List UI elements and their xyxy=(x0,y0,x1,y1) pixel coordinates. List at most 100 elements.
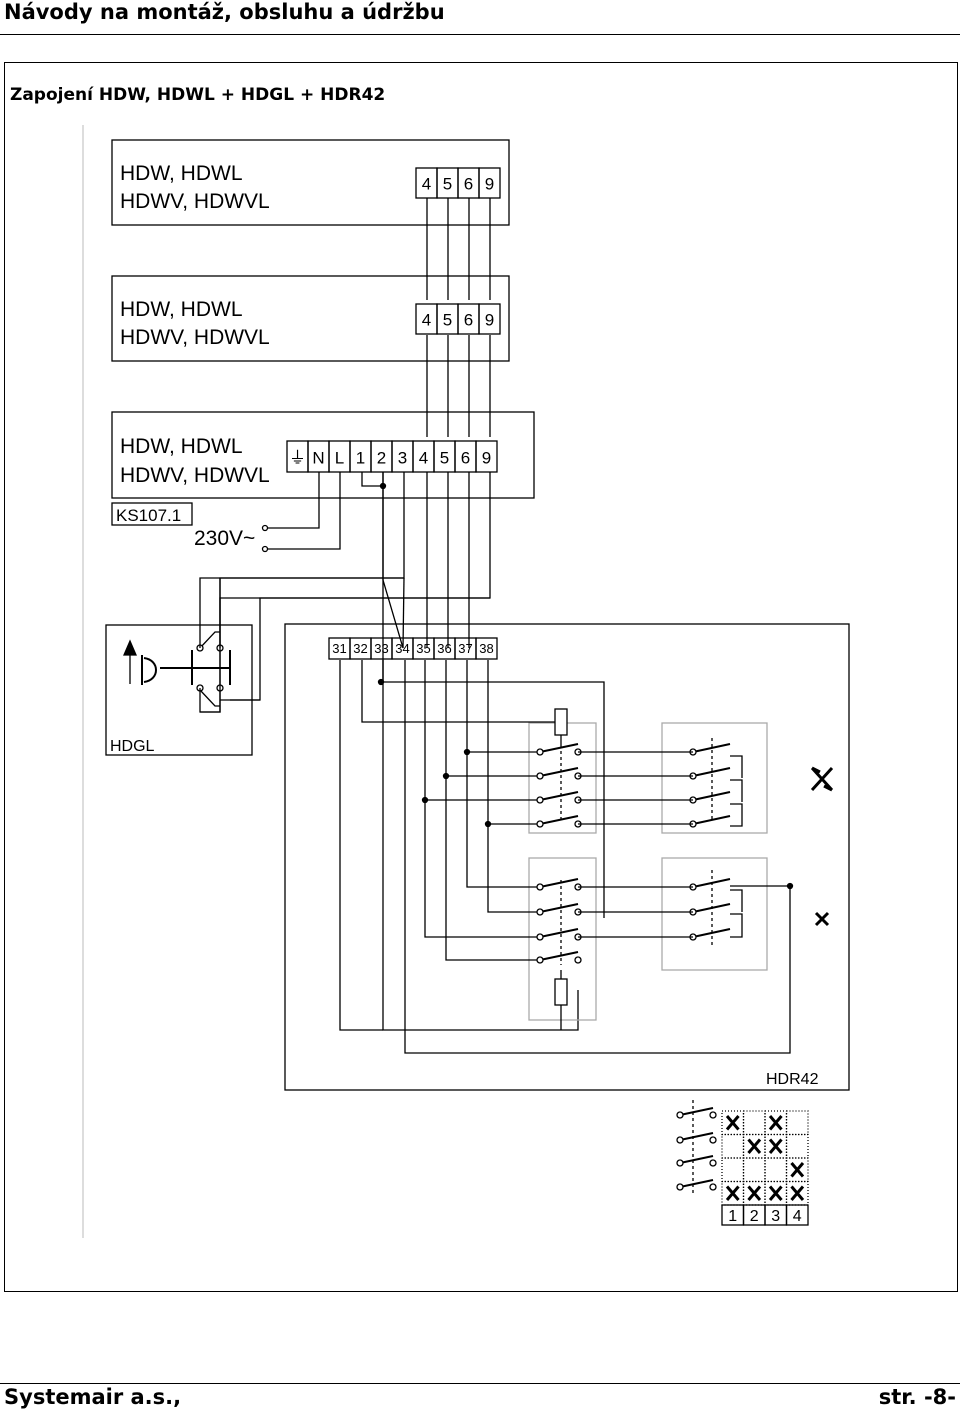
supply-terminal-l xyxy=(261,545,269,553)
unit-2-terminal-label: 5 xyxy=(443,311,452,330)
hdr42-terminal-strip: 31 32 33 34 35 36 37 38 xyxy=(328,637,498,660)
legend-cell xyxy=(785,1133,809,1159)
unit-1-terminal-label: 6 xyxy=(464,175,473,194)
ks-tag: KS107.1 xyxy=(116,506,181,525)
thermostat-icon xyxy=(141,655,157,685)
legend-column-label: 3 xyxy=(771,1208,780,1225)
header-rule xyxy=(0,34,960,35)
legend-on-mark xyxy=(725,1115,740,1131)
unit-1-box xyxy=(111,139,510,226)
legend-contacts xyxy=(676,1100,717,1195)
hdgl: HDGL xyxy=(105,577,490,756)
relay-block-2 xyxy=(661,722,768,834)
unit-3-terminal-label: 1 xyxy=(356,448,365,467)
relay-coil-2 xyxy=(554,978,568,1006)
legend-cell xyxy=(721,1157,745,1183)
supply-terminal-n xyxy=(261,524,269,532)
unit-2-line2: HDWV, HDWVL xyxy=(120,326,270,349)
legend-on-mark xyxy=(768,1185,783,1201)
hdr42-terminal-label: 34 xyxy=(395,641,409,656)
figure-frame xyxy=(4,62,958,1292)
interconnect-wires xyxy=(200,472,579,1031)
legend-column-cell xyxy=(785,1204,809,1226)
supply: 230V~ xyxy=(194,472,341,553)
unit-2-terminal-label: 6 xyxy=(464,311,473,330)
hdr42-terminal-label: 36 xyxy=(437,641,451,656)
unit-3-terminal-label: N xyxy=(312,448,324,467)
legend-cell xyxy=(785,1110,809,1136)
unit-1-line1: HDW, HDWL xyxy=(120,162,243,185)
supply-label: 230V~ xyxy=(194,527,255,550)
legend-on-mark xyxy=(768,1138,783,1154)
unit-3-terminal-label: 2 xyxy=(377,448,386,467)
legend-cell xyxy=(742,1110,766,1136)
unit-2-terminal-label: 4 xyxy=(422,311,431,330)
fan-low-icon xyxy=(814,911,830,927)
unit-1-terminal-label: 5 xyxy=(443,175,452,194)
unit-1-terminal-label: 4 xyxy=(422,175,431,194)
document-header: Návody na montáž, obsluhu a údržbu xyxy=(4,0,445,24)
relay-contacts-4 xyxy=(689,870,794,945)
unit-1-terminal-label: 9 xyxy=(485,175,494,194)
unit-3-box xyxy=(111,411,535,499)
hdr42-terminal-label: 33 xyxy=(374,641,388,656)
hdr42-terminal-label: 31 xyxy=(332,641,346,656)
unit-3-line2: HDWV, HDWVL xyxy=(120,464,270,487)
relay-block-4 xyxy=(661,857,768,971)
hdr42: HDR42 31 32 33 34 35 36 37 38 xyxy=(284,623,850,1091)
legend-on-mark xyxy=(725,1185,740,1201)
unit-3-line1: HDW, HDWL xyxy=(120,435,243,458)
ks-tag-box xyxy=(111,502,193,526)
relay-contacts-3 xyxy=(536,878,582,965)
unit-2-terminal-label: 9 xyxy=(485,311,494,330)
hdr42-terminal-cell xyxy=(475,637,498,660)
footer-page: str. -8- xyxy=(878,1385,956,1409)
unit-3-terminal-cell xyxy=(475,440,498,473)
unit-3-terminal-label: ⏚ xyxy=(289,448,306,467)
hdr42-terminal-label: 37 xyxy=(458,641,472,656)
legend-column-label: 1 xyxy=(728,1208,737,1225)
unit-3-terminal-label: 3 xyxy=(398,448,407,467)
relay-contacts-2 xyxy=(689,738,743,828)
unit-3-terminal-label: 5 xyxy=(440,448,449,467)
legend-column-label: 4 xyxy=(793,1208,802,1225)
legend-on-mark xyxy=(747,1138,762,1154)
hdr42-terminal-label: 38 xyxy=(479,641,493,656)
unit-3-terminal-label: 6 xyxy=(461,448,470,467)
unit-2-line1: HDW, HDWL xyxy=(120,298,243,321)
figure-subtitle: Zapojení HDW, HDWL + HDGL + HDR42 xyxy=(10,85,386,105)
fan-high-icon xyxy=(810,766,834,792)
up-arrow-icon xyxy=(123,639,137,684)
legend-on-mark xyxy=(768,1115,783,1131)
hdgl-label: HDGL xyxy=(110,738,155,755)
legend-on-mark xyxy=(747,1185,762,1201)
unit-3-terminal-label: L xyxy=(335,448,344,467)
hdr42-box xyxy=(284,623,850,1091)
unit-3-terminal-label: 4 xyxy=(419,448,428,467)
legend-on-mark xyxy=(790,1185,805,1201)
legend-cell xyxy=(764,1157,788,1183)
unit-2-terminal-cell xyxy=(478,303,501,335)
legend-column-label: 2 xyxy=(750,1208,759,1225)
legend-cell xyxy=(785,1157,809,1183)
hdr42-terminal-label: 35 xyxy=(416,641,430,656)
legend-cell xyxy=(742,1157,766,1183)
legend-cell xyxy=(785,1180,809,1206)
hdgl-box xyxy=(105,624,253,756)
unit-3-terminal-label: 9 xyxy=(482,448,491,467)
footer-rule xyxy=(0,1383,960,1384)
relay-contacts-1 xyxy=(536,743,582,828)
legend-cell xyxy=(721,1133,745,1159)
hdr42-label: HDR42 xyxy=(766,1071,819,1088)
hdr42-terminal-label: 32 xyxy=(353,641,367,656)
daisy-chain-wires xyxy=(426,198,491,437)
